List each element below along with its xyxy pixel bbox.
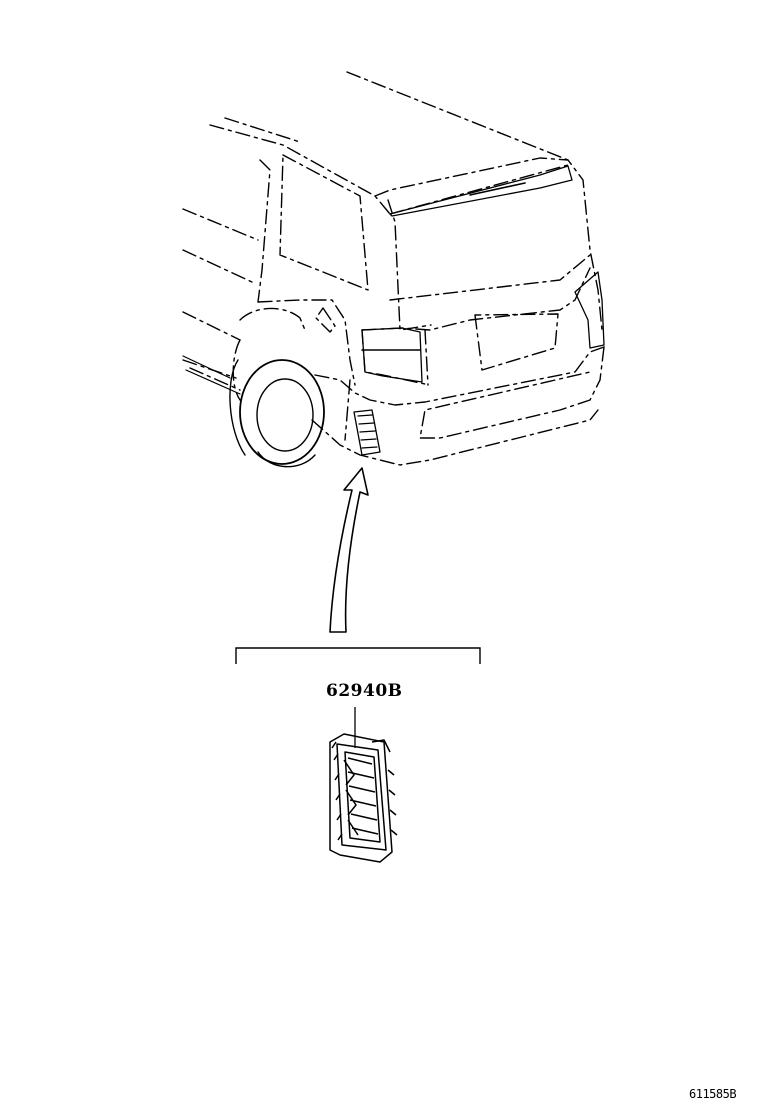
drawing-id-label: 611585B	[689, 1087, 737, 1101]
curved-arrow-icon	[329, 467, 369, 633]
vent-louver-icon	[329, 733, 398, 863]
vehicle-outline	[182, 71, 605, 468]
part-number-label: 62940B	[326, 681, 403, 701]
callout-bracket	[235, 647, 481, 664]
